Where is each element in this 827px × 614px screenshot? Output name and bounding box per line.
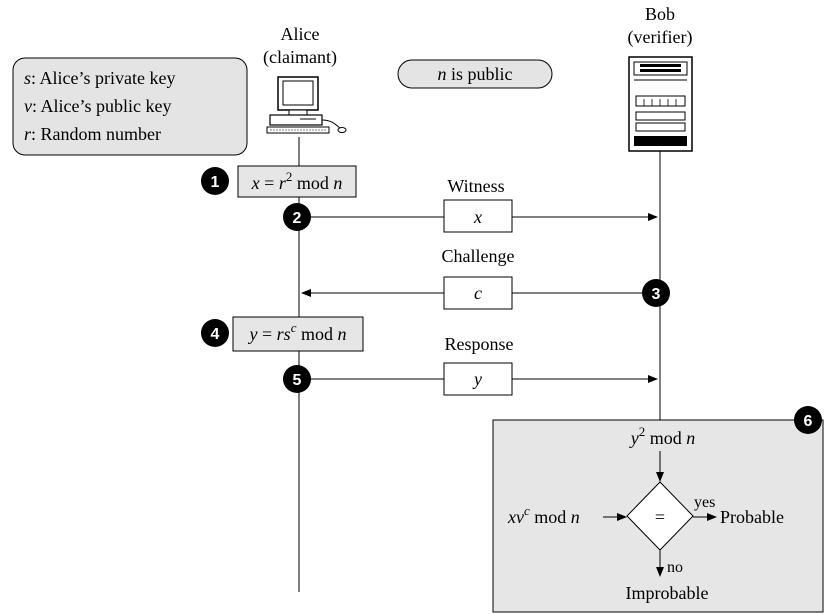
- response-box: [443, 362, 513, 396]
- witness-box: [443, 199, 513, 233]
- svg-text:x = r2 mod n: x = r2 mod n: [251, 169, 343, 193]
- probable-label: Probable: [720, 507, 784, 527]
- challenge-box: [443, 276, 513, 310]
- step-3-badge: 3: [642, 279, 670, 307]
- legend-item-s: s: Alice’s private key: [24, 68, 175, 88]
- bob-name: Bob: [645, 4, 675, 24]
- svg-text:4: 4: [211, 326, 220, 343]
- public-note: n is public: [397, 59, 553, 89]
- verify-top-expr: y2 mod n: [629, 424, 696, 448]
- svg-text:5: 5: [293, 372, 302, 389]
- svg-text:1: 1: [211, 174, 220, 191]
- challenge-label: Challenge: [442, 246, 515, 266]
- improbable-label: Improbable: [626, 583, 709, 603]
- legend-item-r: r: Random number: [24, 124, 161, 144]
- svg-text:y = rsc mod n: y = rsc mod n: [248, 320, 347, 344]
- step-1-badge: 1: [201, 167, 229, 195]
- step-4-badge: 4: [201, 319, 229, 347]
- bob-role: (verifier): [628, 27, 693, 48]
- svg-text:2: 2: [293, 210, 302, 227]
- response-value: y: [472, 369, 482, 389]
- witness-value: x: [473, 207, 482, 227]
- computer-icon: [266, 76, 347, 134]
- step4-formula: y = rsc mod n: [232, 316, 364, 352]
- alice-role: (claimant): [263, 47, 337, 68]
- challenge-value: c: [474, 283, 482, 303]
- alice-name: Alice: [281, 24, 320, 44]
- compare-symbol: =: [655, 507, 665, 527]
- server-icon: [628, 56, 693, 152]
- step-6-badge: 6: [794, 406, 822, 434]
- step-5-badge: 5: [283, 365, 311, 393]
- verify-left-expr: xvc mod n: [507, 503, 580, 527]
- no-label: no: [667, 559, 683, 576]
- step1-formula: x = r2 mod n: [237, 165, 357, 198]
- response-label: Response: [445, 334, 514, 354]
- svg-text:n is public: n is public: [438, 64, 513, 84]
- legend-item-v: v: Alice’s public key: [24, 96, 171, 116]
- verification-panel: y2 mod n = xvc mod n yes Probable no Imp…: [492, 419, 824, 613]
- legend-box: s: Alice’s private key v: Alice’s public…: [12, 57, 248, 156]
- witness-label: Witness: [447, 176, 504, 196]
- yes-label: yes: [694, 494, 715, 511]
- step-2-badge: 2: [283, 203, 311, 231]
- svg-text:3: 3: [652, 286, 661, 303]
- svg-text:6: 6: [804, 413, 813, 430]
